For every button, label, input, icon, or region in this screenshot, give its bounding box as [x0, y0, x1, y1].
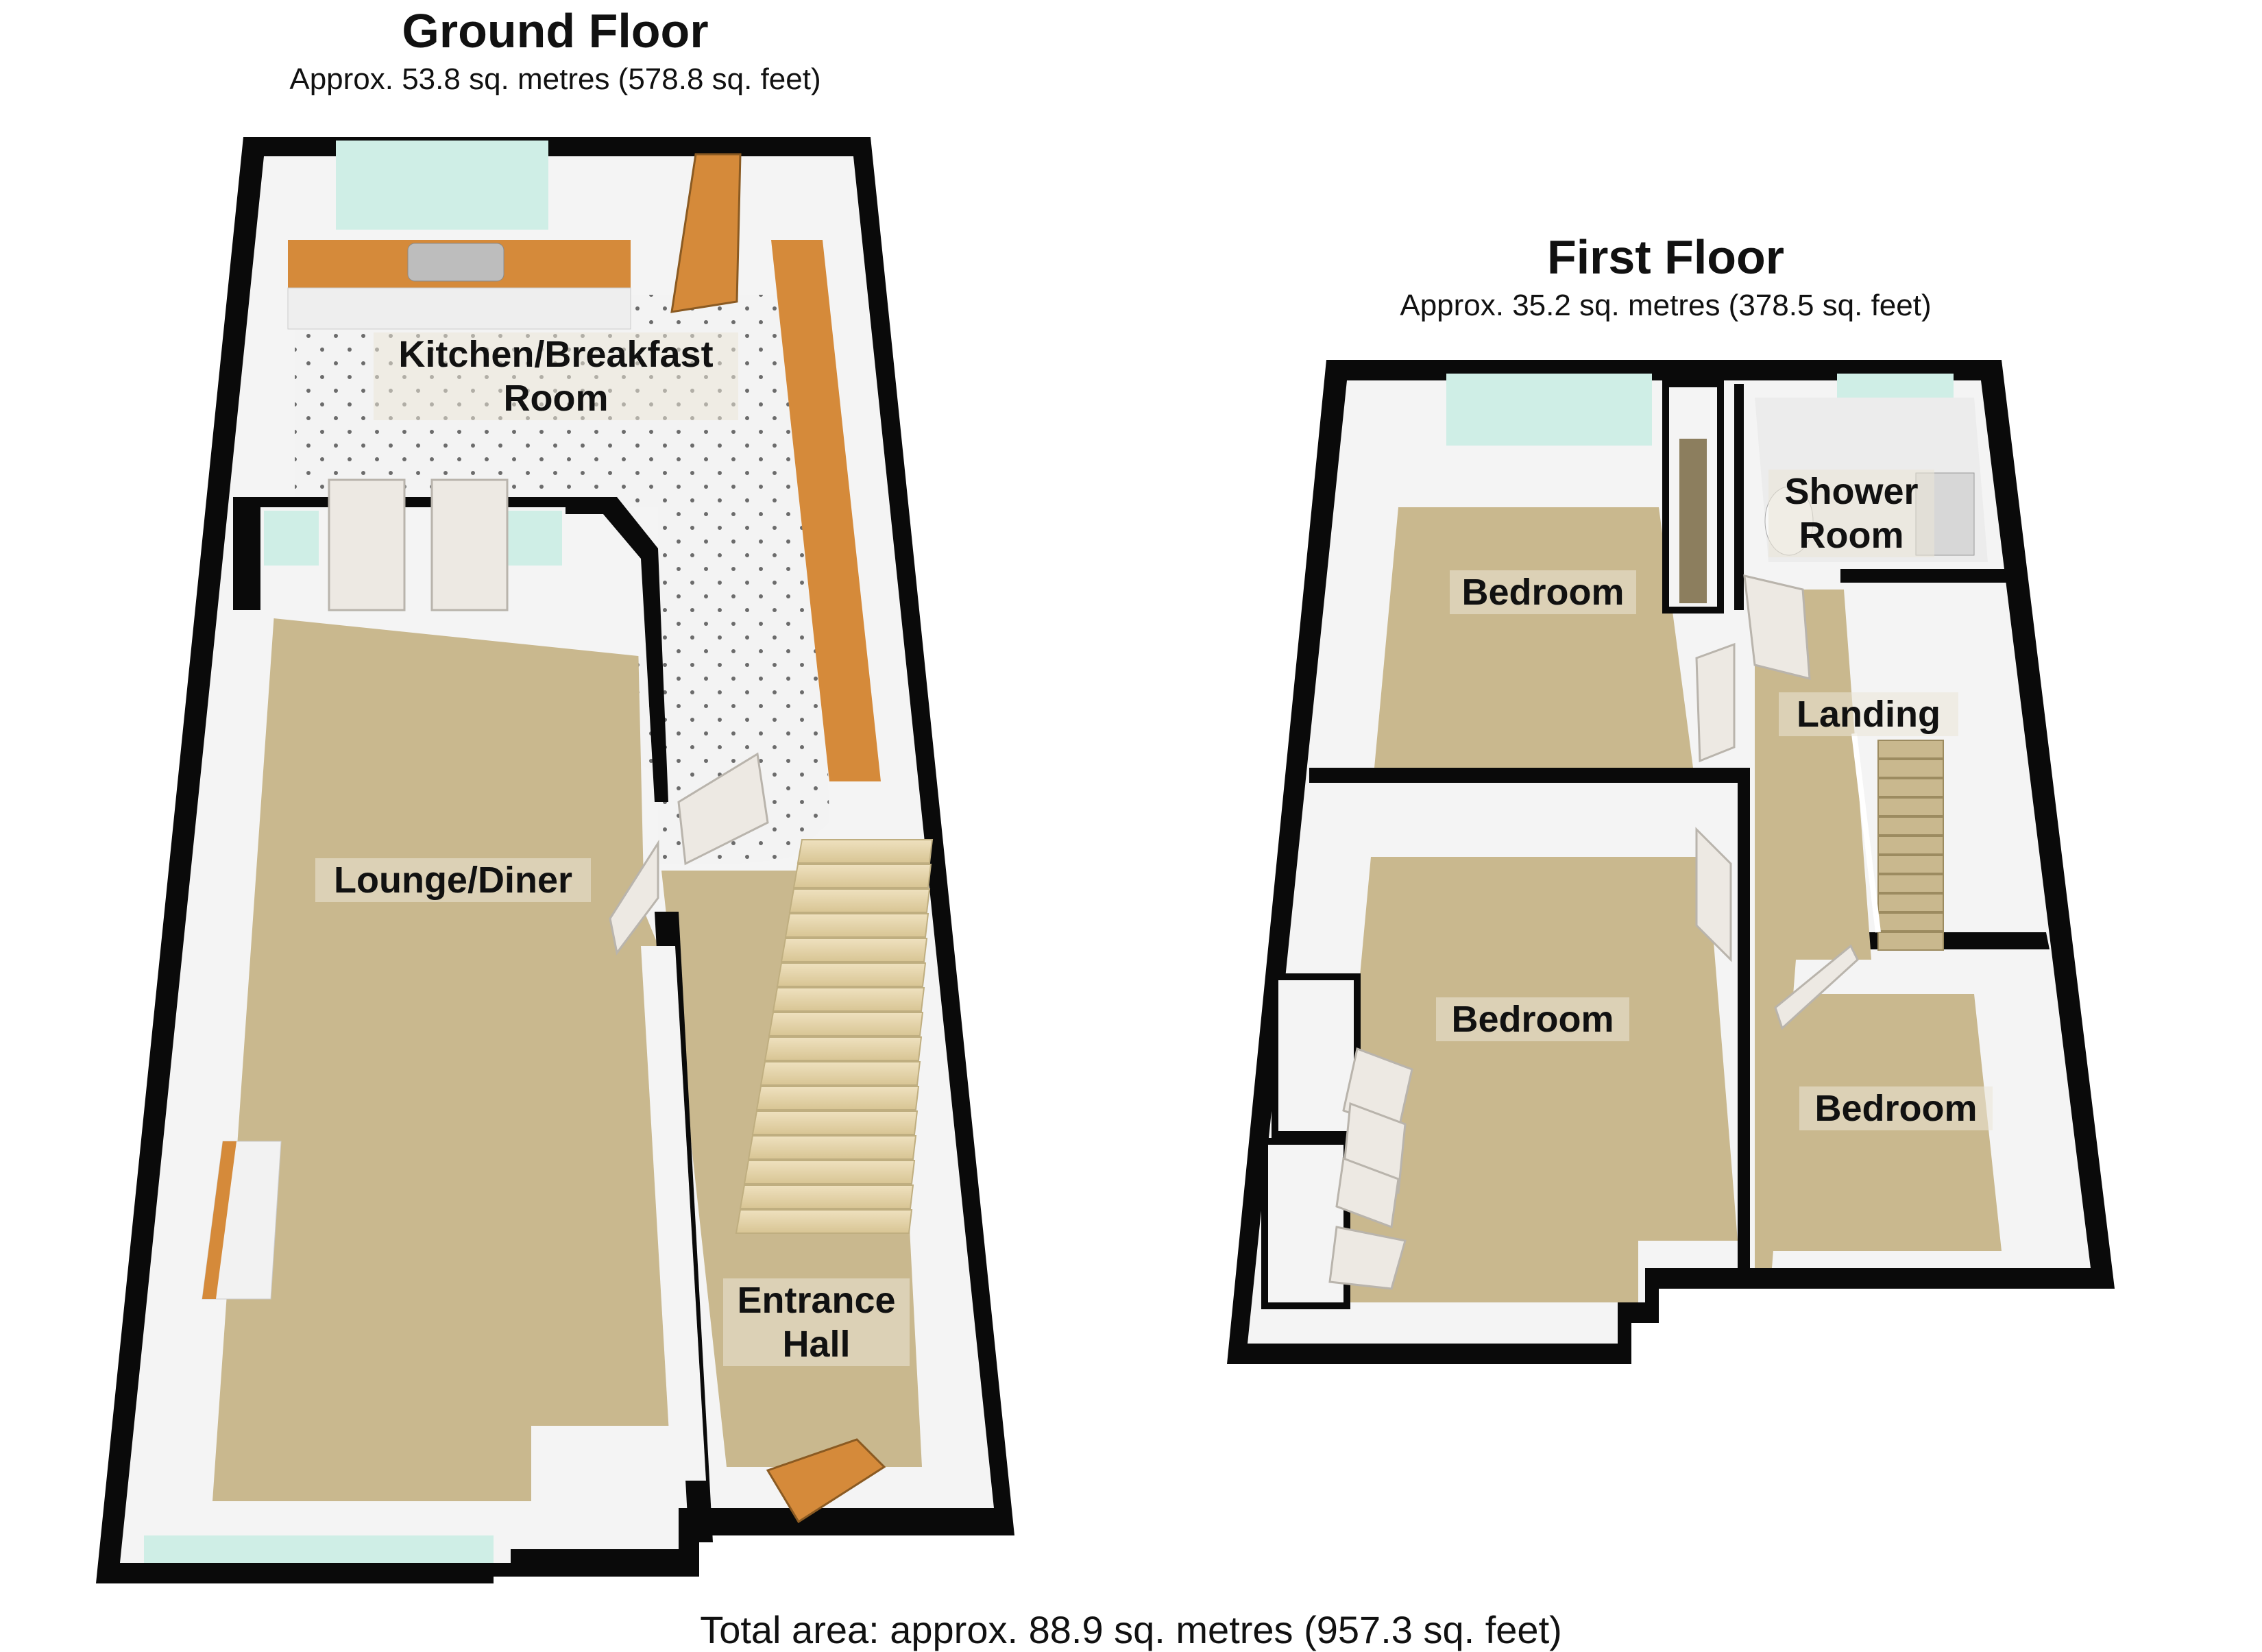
small-bedroom-wall: [1840, 932, 2050, 949]
kitchen-window: [336, 141, 548, 230]
stair-step: [735, 1209, 913, 1234]
front-door: [766, 1438, 886, 1524]
first-floor-area: Approx. 35.2 sq. metres (378.5 sq. feet): [1400, 289, 1932, 322]
stair-step: [743, 1160, 916, 1185]
stair-step: [751, 1110, 919, 1135]
first-floor-plan: [1227, 360, 2115, 1364]
main-bedroom-carpet: [1330, 857, 1738, 1302]
ground-floor-title: Ground Floor: [402, 4, 709, 58]
hall-partition-face: [641, 946, 706, 1481]
stair-step: [1877, 893, 1944, 912]
top-bedroom-carpet: [1374, 507, 1693, 768]
lounge-carpet: [212, 614, 675, 1501]
lounge-shelf-top: [202, 1141, 236, 1299]
stair-step: [796, 839, 934, 864]
shower-wall: [1840, 569, 2012, 583]
landing-label: Landing: [1779, 692, 1958, 736]
stair-step: [739, 1185, 914, 1209]
stair-step: [776, 962, 927, 987]
lounge-label: Lounge/Diner: [315, 858, 591, 902]
stair-step: [1877, 874, 1944, 893]
stair-step: [1877, 836, 1944, 855]
small-bedroom-door: [1774, 944, 1859, 1030]
wardrobe-interior: [1679, 439, 1707, 603]
double-door-left: [328, 478, 406, 611]
stair-step: [755, 1086, 920, 1110]
lounge-hall-door: [609, 839, 659, 956]
total-area: Total area: approx. 88.9 sq. metres (957…: [700, 1608, 1562, 1651]
top-bedroom-door: [1695, 642, 1736, 763]
kitchen-side-worktop: [771, 240, 881, 781]
staircase: [735, 839, 934, 1234]
top-bedroom-label: Bedroom: [1450, 570, 1636, 614]
first-floor-title: First Floor: [1546, 230, 1785, 284]
stair-step: [747, 1135, 917, 1160]
stair-step: [1877, 912, 1944, 932]
stair-step: [1877, 855, 1944, 874]
stair-step: [764, 1036, 923, 1061]
glass-panel-right: [507, 511, 562, 566]
landing-staircase: [1851, 733, 1944, 951]
stair-banister: [1851, 733, 1881, 933]
kitchen-hall-wall: [566, 497, 668, 802]
stair-step: [788, 888, 931, 913]
stair-step: [1877, 740, 1944, 759]
stair-step: [1877, 816, 1944, 836]
stair-step: [780, 938, 928, 962]
stair-step: [792, 864, 932, 888]
double-door-right: [430, 478, 509, 611]
stair-step: [784, 913, 929, 938]
kitchen-label: Kitchen/Breakfast Room: [374, 332, 738, 420]
bedroom-landing-wall: [1738, 768, 1750, 1268]
stair-step: [1877, 778, 1944, 797]
hall-label: Entrance Hall: [723, 1278, 910, 1366]
bedroom-window: [1446, 374, 1652, 446]
shower-room-door: [1743, 574, 1811, 680]
small-bedroom-label: Bedroom: [1799, 1086, 1993, 1130]
back-door: [670, 153, 742, 313]
main-bedroom-label: Bedroom: [1436, 997, 1629, 1041]
stair-step: [768, 1012, 924, 1036]
ground-floor-plan: [96, 137, 1014, 1583]
stair-step: [772, 987, 925, 1012]
sink-icon: [407, 243, 504, 282]
ground-floor-area: Approx. 53.8 sq. metres (578.8 sq. feet): [289, 62, 821, 96]
main-bedroom-door: [1695, 827, 1732, 962]
glass-panel-left: [264, 511, 319, 566]
stair-step: [1877, 797, 1944, 816]
wardrobe-door-3: [1335, 1156, 1400, 1229]
shower-room-label: Shower Room: [1768, 470, 1934, 557]
stair-step: [1877, 759, 1944, 778]
landing-wall-left: [1734, 384, 1744, 610]
lounge-window: [144, 1535, 494, 1563]
wardrobe-door-4: [1328, 1226, 1407, 1290]
kitchen-hall-door: [677, 752, 769, 866]
kitchen-cabinets: [287, 287, 631, 330]
first-floor-divider-wall: [1309, 768, 1744, 783]
stair-step: [1877, 932, 1944, 951]
stair-step: [759, 1061, 921, 1086]
